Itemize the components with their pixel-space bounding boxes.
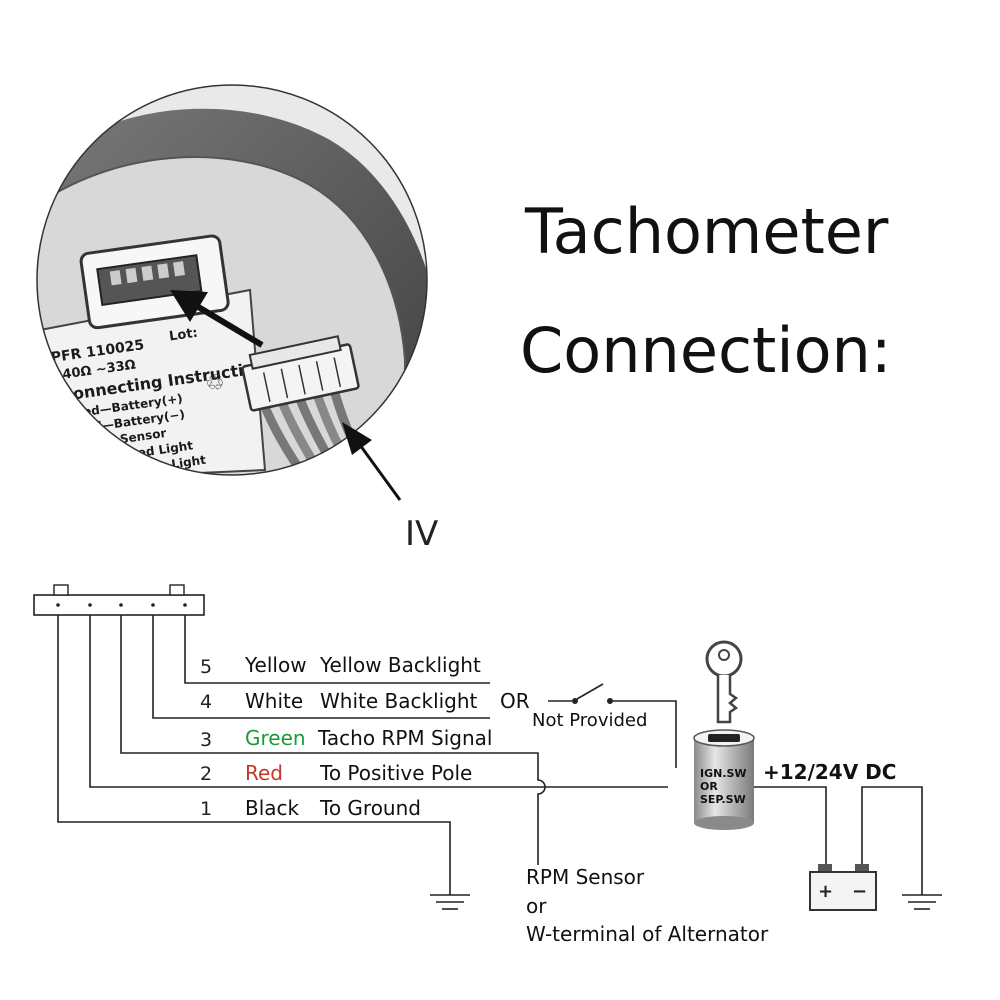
pin-number: 5 — [200, 656, 212, 678]
wire-color-name: Red — [245, 761, 283, 785]
plug-housing — [241, 335, 360, 412]
wire-color-name: Yellow — [244, 653, 307, 677]
ignition-label-line: OR — [700, 780, 718, 793]
battery-icon: + − — [809, 864, 877, 911]
title-line-1: Tachometer — [524, 195, 889, 268]
inset-instruction-line: UP — [163, 472, 184, 488]
wire-function: To Ground — [319, 796, 421, 820]
inset-lot: Lot: — [168, 326, 198, 345]
wire-function: To Positive Pole — [319, 761, 472, 785]
callout-label: IV — [405, 514, 438, 554]
callout-arrow-icon — [342, 422, 402, 501]
ground-symbol-icon — [430, 894, 470, 910]
wire-color-name: White — [245, 689, 303, 713]
title-line-2: Connection: — [520, 314, 892, 387]
connector-block — [33, 584, 205, 616]
wire-function: White Backlight — [320, 689, 478, 713]
switch-symbol-icon — [548, 683, 677, 768]
or-label: OR — [500, 689, 530, 713]
recycle-icon: ♲ — [205, 371, 225, 396]
wire-color-name: Black — [245, 796, 300, 820]
pin-number: 1 — [200, 798, 212, 820]
ignition-switch-icon — [693, 729, 755, 830]
battery-plus-label: + — [818, 881, 833, 902]
wire-color-name: Green — [245, 726, 306, 750]
pin-number: 3 — [200, 729, 212, 751]
sensor-label-line: or — [526, 894, 547, 918]
ignition-label-line: SEP.SW — [700, 793, 746, 806]
ground-symbol-icon — [902, 894, 942, 910]
key-icon — [705, 640, 743, 724]
battery-minus-label: − — [852, 881, 867, 902]
connector-inset-photo: PFR 110025 Lot: 240Ω ~33Ω Connecting Ins… — [36, 84, 438, 554]
not-provided-label: Not Provided — [532, 710, 647, 731]
inset-instruction-line: Blue—Yellow Light — [82, 453, 207, 484]
sensor-label-line: RPM Sensor — [526, 865, 645, 889]
supply-voltage-label: +12/24V DC — [763, 760, 896, 784]
wire-function: Tacho RPM Signal — [317, 726, 492, 750]
pin-number: 4 — [200, 691, 212, 713]
pin-number: 2 — [200, 763, 212, 785]
wiring-schematic: 5 4 3 2 1 Yellow White Green Red Black Y… — [33, 584, 942, 946]
socket-arrow-icon — [170, 290, 264, 348]
ignition-label-line: IGN.SW — [700, 767, 747, 780]
sensor-label-line: W-terminal of Alternator — [526, 922, 769, 946]
wire-function: Yellow Backlight — [319, 653, 481, 677]
